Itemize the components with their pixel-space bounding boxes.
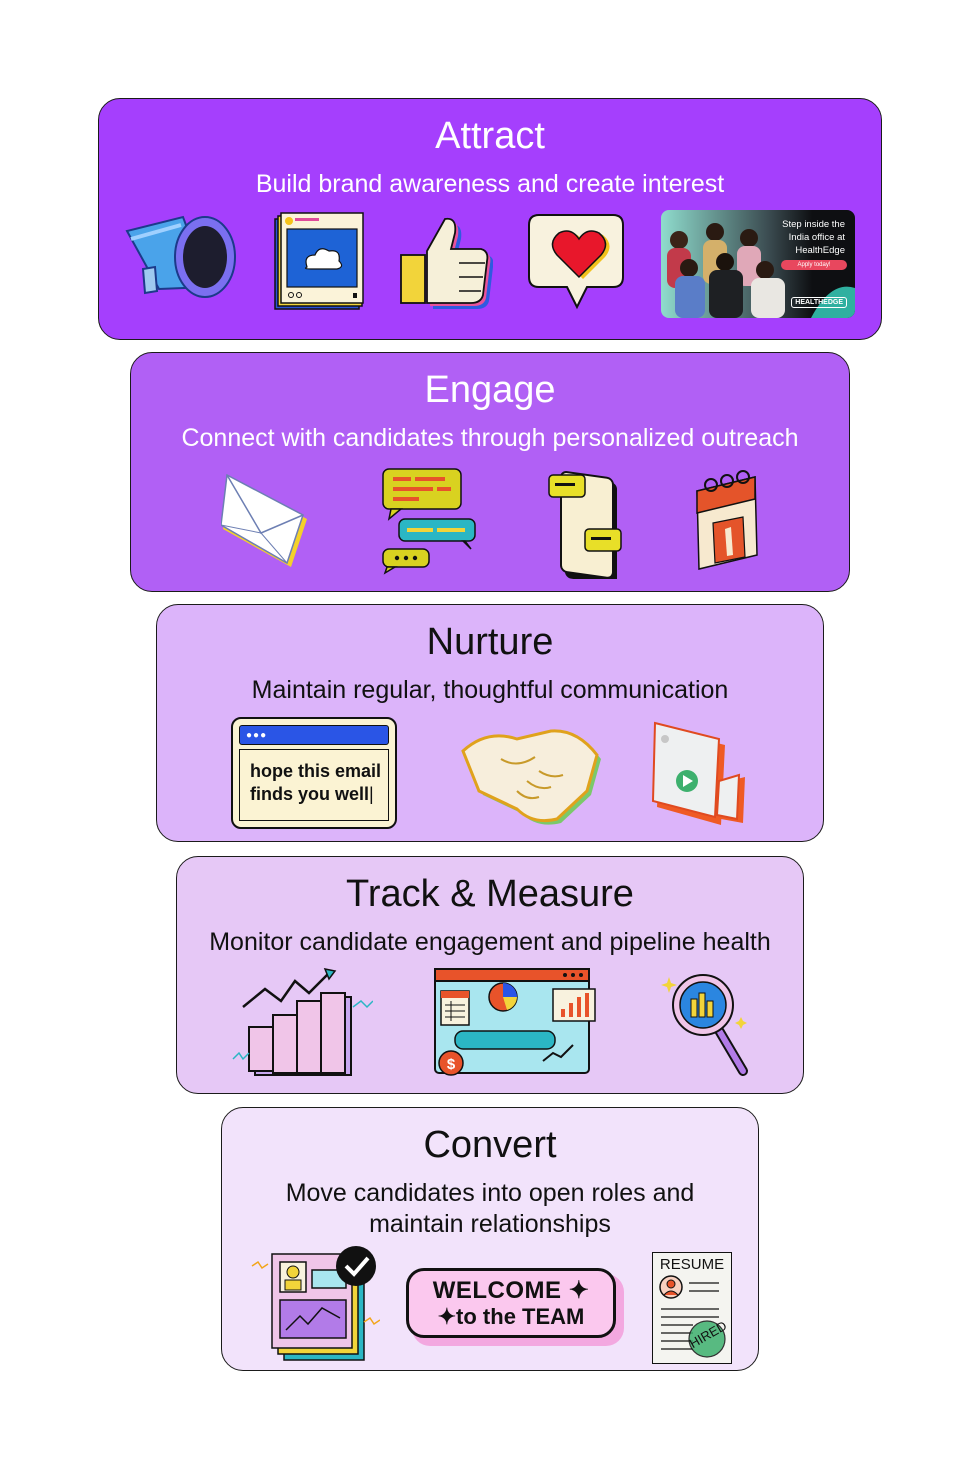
stage-subtitle: Monitor candidate engagement and pipelin… (209, 928, 771, 956)
calendar-icon (696, 470, 758, 570)
stage-title: Nurture (426, 621, 554, 663)
stage-track-measure: Track & Measure Monitor candidate engage… (176, 856, 804, 1094)
stage-engage: Engage Connect with candidates through p… (130, 352, 850, 592)
profile-document-check-icon (251, 1246, 380, 1361)
stage-subtitle: Maintain regular, thoughtful communicati… (251, 676, 729, 704)
stage-subtitle: Connect with candidates through personal… (181, 424, 799, 452)
photo-line-1: Step inside the (782, 219, 845, 230)
resume-header: RESUME (659, 1256, 725, 1273)
thumbs-up-icon (400, 217, 493, 309)
stage-title: Attract (435, 115, 545, 157)
stage-subtitle: Move candidates into open roles and main… (285, 1179, 695, 1238)
stage-convert: Convert Move candidates into open roles … (221, 1107, 759, 1371)
phone-messages-icon (548, 471, 622, 579)
stage-title: Engage (424, 369, 556, 411)
stage-title: Track & Measure (346, 873, 634, 915)
welcome-line-2: to the TEAM (456, 1304, 585, 1329)
svg-text:$: $ (447, 1056, 456, 1073)
heart-bubble-icon (528, 214, 624, 310)
healthedge-logo: HEALTHEDGE (791, 297, 847, 308)
magnifier-chart-icon (661, 974, 748, 1076)
envelope-icon (221, 473, 307, 567)
handshake-icon (461, 729, 601, 825)
team-photo: Step inside the India office at HealthEd… (661, 210, 855, 318)
stage-attract: Attract Build brand awareness and create… (98, 98, 882, 340)
photo-line-3: HealthEdge (795, 245, 845, 256)
chat-bubbles-icon (382, 468, 476, 575)
apply-button: Apply today! (781, 260, 847, 270)
stage-nurture: Nurture Maintain regular, thoughtful com… (156, 604, 824, 842)
video-camera-icon (651, 721, 745, 825)
social-post-icon (274, 212, 364, 310)
resume-hired-icon: RESUME HIRED (652, 1252, 732, 1364)
photo-line-2: India office at (788, 232, 845, 243)
dashboard-icon: $ (434, 968, 596, 1076)
welcome-sign-icon: WELCOME ✦ ✦to the TEAM (406, 1268, 626, 1348)
email-line-2: finds you well (250, 784, 370, 804)
email-window-icon: ●●● hope this email finds you well| (231, 717, 397, 829)
stage-title: Convert (423, 1124, 557, 1166)
megaphone-icon (125, 215, 236, 298)
bar-chart-growth-icon (232, 967, 373, 1076)
welcome-line-1: WELCOME (432, 1277, 562, 1304)
email-line-1: hope this email (250, 761, 382, 781)
stage-subtitle: Build brand awareness and create interes… (255, 170, 725, 198)
